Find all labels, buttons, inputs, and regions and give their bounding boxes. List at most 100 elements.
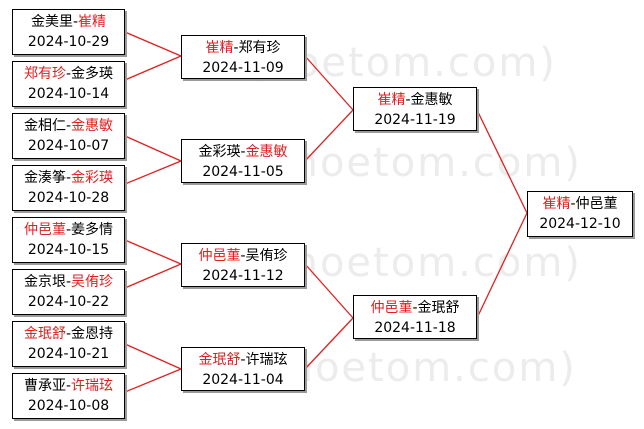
match-players: 金相仁-金惠敏 (13, 116, 124, 136)
match-players: 金美里-崔精 (13, 12, 124, 32)
match-players: 金珉舒-金恩持 (13, 324, 124, 344)
connector-line (124, 31, 182, 57)
player-name: 金珉舒 (23, 326, 66, 342)
vs-separator: - (233, 40, 239, 56)
player-name: 姜多情 (71, 222, 114, 238)
connector-line (304, 55, 354, 111)
player-name: 郑有珍 (23, 66, 66, 82)
match-date: 2024-11-19 (374, 112, 456, 128)
connector-line (476, 212, 528, 319)
player-name: 金彩瑛 (71, 170, 114, 186)
player-name: 吴侑珍 (245, 248, 288, 264)
match-box[interactable]: 曹承亚-许瑞玹 2024-10-08 (12, 373, 125, 419)
match-players: 仲邑菫-吴侑珍 (182, 246, 304, 266)
match-box[interactable]: 金彩瑛-金惠敏 2024-11-05 (181, 139, 305, 183)
match-date: 2024-10-22 (27, 294, 110, 310)
match-players: 崔精-郑有珍 (182, 38, 304, 58)
connector-line (124, 239, 182, 265)
connector-line (124, 135, 182, 162)
match-date: 2024-11-05 (202, 164, 284, 180)
player-name: 金惠敏 (245, 144, 288, 160)
player-name: 金京垠 (23, 274, 66, 290)
player-name: 仲邑菫 (23, 222, 66, 238)
connector-line (124, 343, 182, 370)
match-date: 2024-10-07 (27, 138, 110, 154)
connector-line (124, 368, 182, 393)
vs-separator: - (65, 170, 72, 186)
match-date: 2024-10-15 (27, 242, 110, 258)
match-box[interactable]: 金湊筝-金彩瑛 2024-10-28 (12, 165, 125, 211)
player-name: 金珉舒 (198, 352, 241, 368)
vs-separator: - (65, 274, 72, 290)
match-date: 2024-10-29 (27, 34, 110, 50)
match-date: 2024-11-18 (374, 320, 456, 336)
match-box[interactable]: 仲邑菫-金珉舒 2024-11-18 (353, 295, 477, 339)
vs-separator: - (240, 144, 246, 160)
vs-separator: - (65, 222, 72, 238)
match-date: 2024-10-21 (27, 346, 110, 362)
player-name: 曹承亚 (23, 378, 66, 394)
match-players: 曹承亚-许瑞玹 (13, 376, 124, 396)
match-date: 2024-12-10 (539, 216, 621, 232)
player-name: 仲邑菫 (198, 248, 241, 264)
connector-line (304, 109, 354, 162)
vs-separator: - (65, 118, 72, 134)
player-name: 金惠敏 (410, 92, 453, 108)
player-name: 金美里 (30, 14, 73, 30)
player-name: 金多瑛 (71, 66, 114, 82)
match-date: 2024-10-08 (27, 398, 110, 414)
player-name: 吴侑珍 (71, 274, 114, 290)
match-players: 郑有珍-金多瑛 (13, 64, 124, 84)
connector-line (124, 55, 182, 81)
match-box[interactable]: 金京垠-吴侑珍 2024-10-22 (12, 269, 125, 315)
player-name: 金相仁 (23, 118, 66, 134)
vs-separator: - (65, 326, 72, 342)
vs-separator: - (72, 14, 79, 30)
player-name: 仲邑菫 (370, 300, 413, 316)
match-box[interactable]: 金相仁-金惠敏 2024-10-07 (12, 113, 125, 159)
match-date: 2024-11-04 (202, 372, 284, 388)
match-players: 崔精-金惠敏 (354, 90, 476, 110)
match-box[interactable]: 崔精-金惠敏 2024-11-19 (353, 87, 477, 131)
vs-separator: - (240, 352, 246, 368)
connector-line (124, 263, 182, 289)
vs-separator: - (65, 378, 72, 394)
player-name: 许瑞玹 (71, 378, 114, 394)
player-name: 郑有珍 (238, 40, 281, 56)
match-box[interactable]: 郑有珍-金多瑛 2024-10-14 (12, 61, 125, 107)
player-name: 金珉舒 (417, 300, 460, 316)
match-players: 仲邑菫-金珉舒 (354, 298, 476, 318)
match-players: 金彩瑛-金惠敏 (182, 142, 304, 162)
match-players: 崔精-仲邑菫 (528, 194, 632, 214)
match-box[interactable]: 仲邑菫-姜多情 2024-10-15 (12, 217, 125, 263)
vs-separator: - (412, 300, 418, 316)
player-name: 金湊筝 (23, 170, 66, 186)
player-name: 崔精 (205, 40, 234, 56)
vs-separator: - (65, 66, 72, 82)
match-box[interactable]: 金珉舒-金恩持 2024-10-21 (12, 321, 125, 367)
match-date: 2024-11-12 (202, 268, 284, 284)
player-name: 崔精 (78, 14, 107, 30)
match-players: 金湊筝-金彩瑛 (13, 168, 124, 188)
player-name: 金恩持 (71, 326, 114, 342)
vs-separator: - (405, 92, 411, 108)
vs-separator: - (570, 196, 576, 212)
match-players: 金珉舒-许瑞玹 (182, 350, 304, 370)
match-box[interactable]: 仲邑菫-吴侑珍 2024-11-12 (181, 243, 305, 287)
vs-separator: - (240, 248, 246, 264)
match-players: 仲邑菫-姜多情 (13, 220, 124, 240)
player-name: 金惠敏 (71, 118, 114, 134)
connector-line (304, 317, 354, 370)
match-box[interactable]: 崔精-郑有珍 2024-11-09 (181, 35, 305, 79)
match-box[interactable]: 金珉舒-许瑞玹 2024-11-04 (181, 347, 305, 391)
connector-line (124, 160, 182, 185)
match-date: 2024-10-28 (27, 190, 110, 206)
match-date: 2024-11-09 (202, 60, 284, 76)
player-name: 仲邑菫 (575, 196, 618, 212)
player-name: 金彩瑛 (198, 144, 241, 160)
match-box[interactable]: 金美里-崔精 2024-10-29 (12, 9, 125, 55)
match-box[interactable]: 崔精-仲邑菫 2024-12-10 (527, 191, 633, 237)
connector-line (304, 263, 354, 319)
match-date: 2024-10-14 (27, 86, 110, 102)
